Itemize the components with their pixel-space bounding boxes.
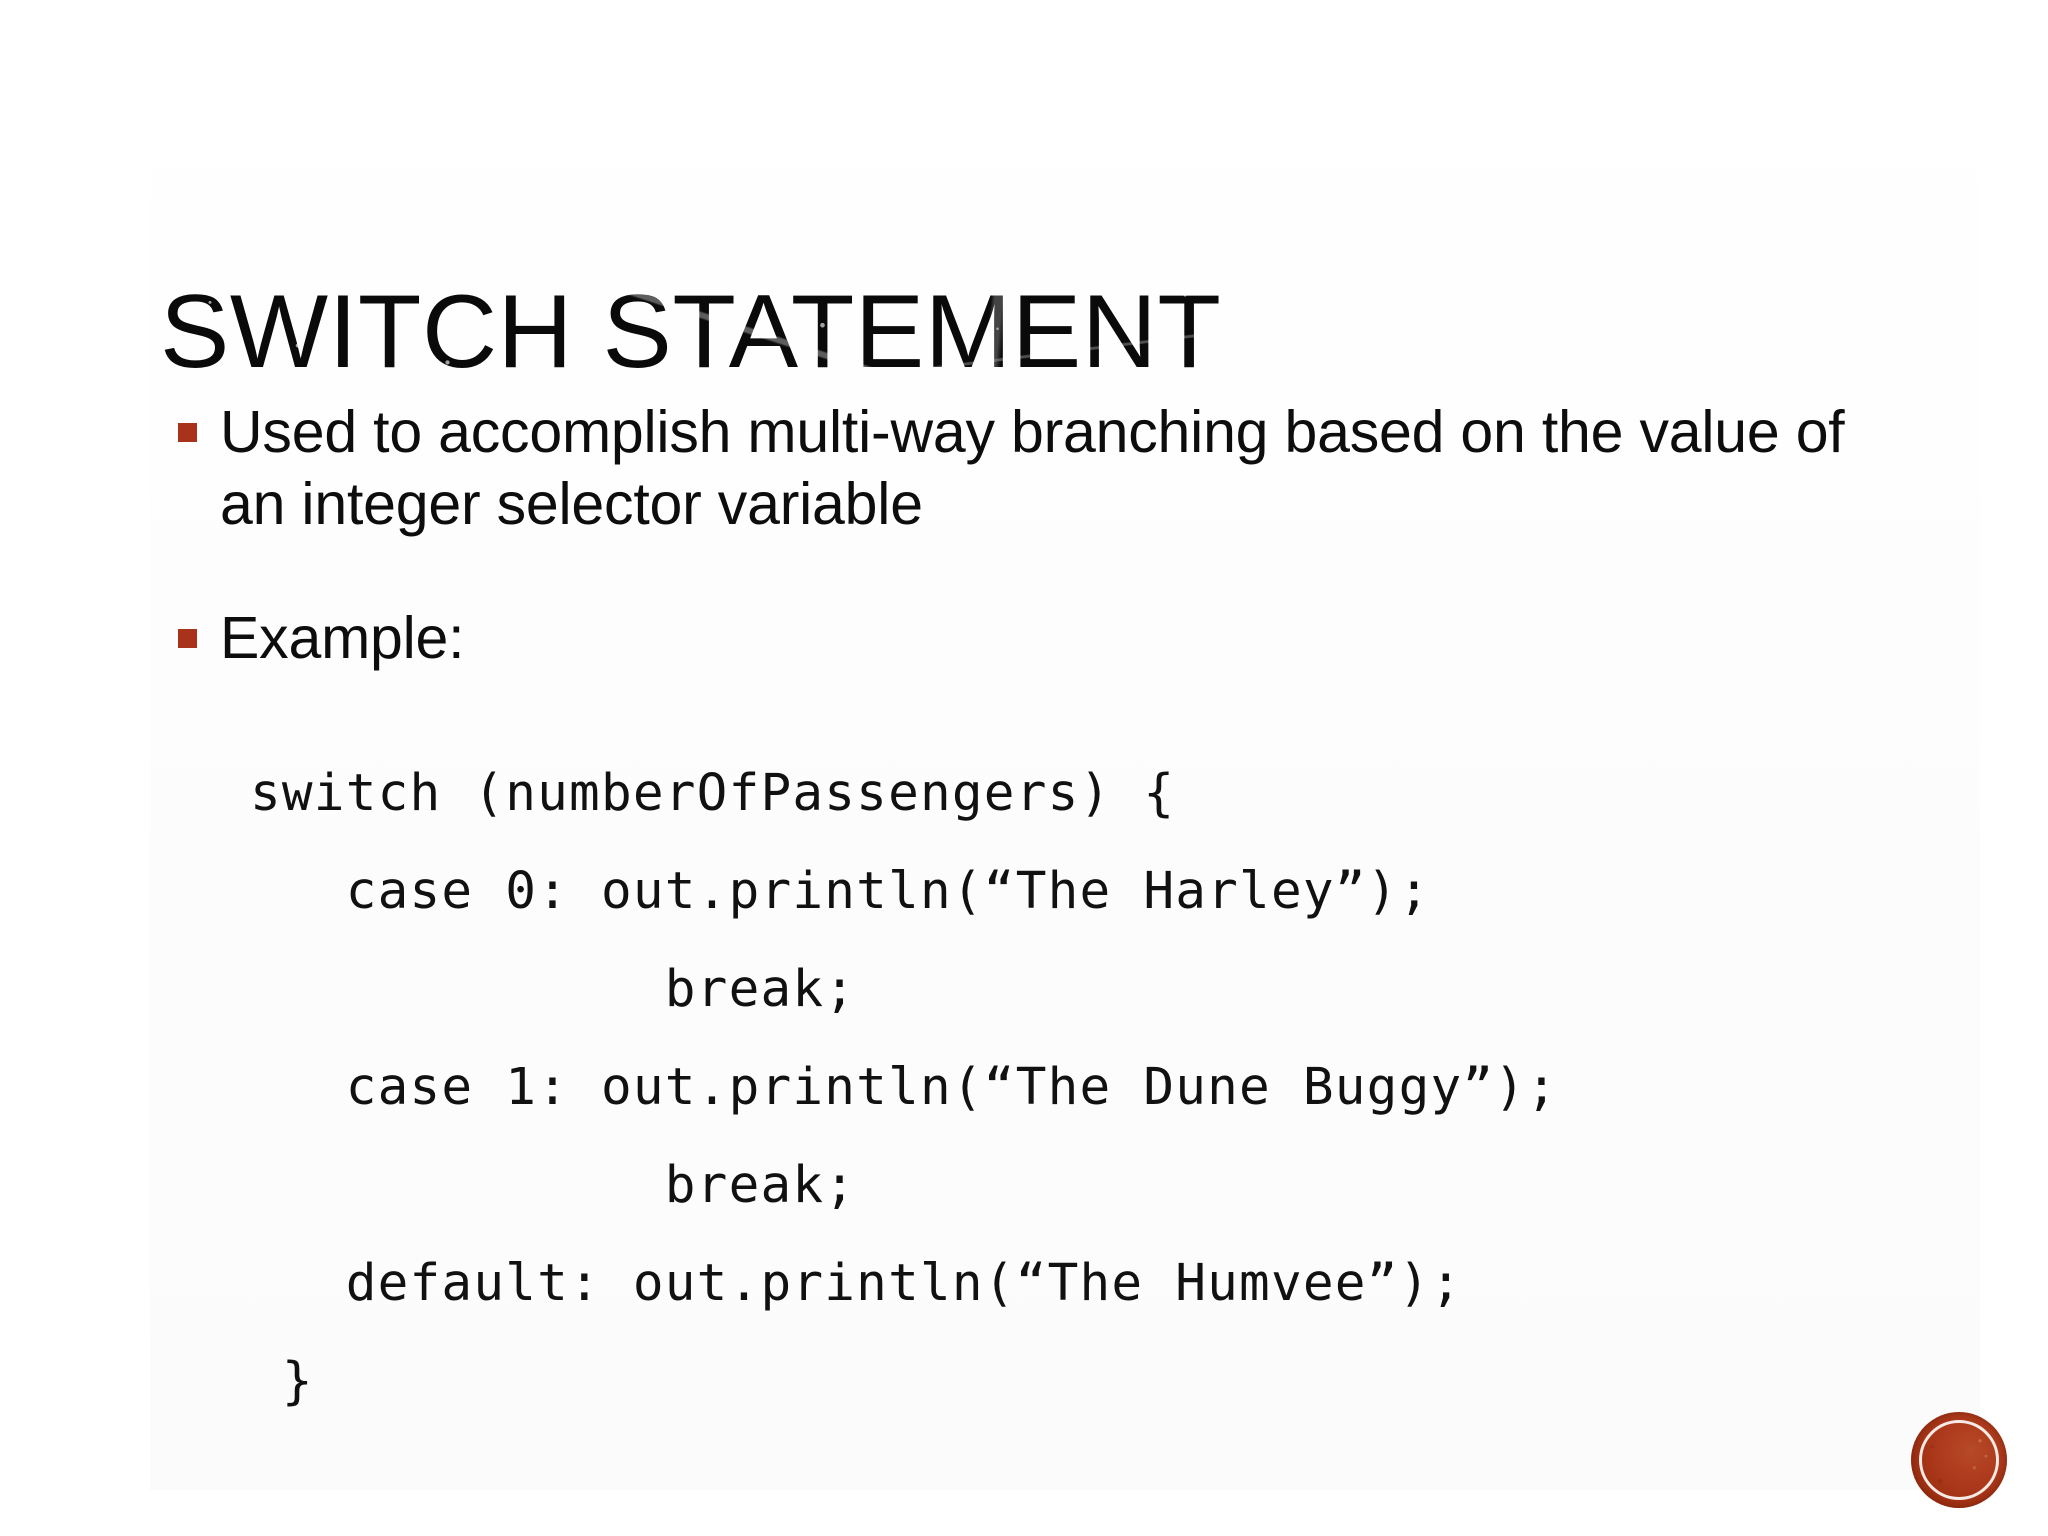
- code-block: switch (numberOfPassengers) { case 0: ou…: [250, 745, 1810, 1431]
- list-item: Used to accomplish multi-way branching b…: [168, 396, 1888, 540]
- code-line: break;: [250, 1156, 857, 1215]
- bullet-list: Used to accomplish multi-way branching b…: [168, 396, 1888, 674]
- list-item-label: Used to accomplish multi-way branching b…: [220, 399, 1845, 537]
- page-title: Switch Statement: [160, 273, 1860, 396]
- code-line: case 0: out.println(“The Harley”);: [250, 862, 1431, 921]
- code-line: break;: [250, 960, 857, 1019]
- square-bullet-icon: [178, 629, 197, 648]
- code-line: }: [250, 1352, 314, 1411]
- page-title-text: Switch Statement: [160, 273, 1222, 390]
- square-bullet-icon: [178, 423, 197, 442]
- code-line: case 1: out.println(“The Dune Buggy”);: [250, 1058, 1559, 1117]
- code-line: default: out.println(“The Humvee”);: [250, 1254, 1463, 1313]
- circular-seal-icon: [1911, 1412, 2007, 1508]
- code-line: switch (numberOfPassengers) {: [250, 764, 1176, 823]
- list-item-label: Example:: [220, 605, 465, 671]
- list-item: Example:: [168, 602, 1888, 674]
- seal-ring: [1919, 1420, 1999, 1500]
